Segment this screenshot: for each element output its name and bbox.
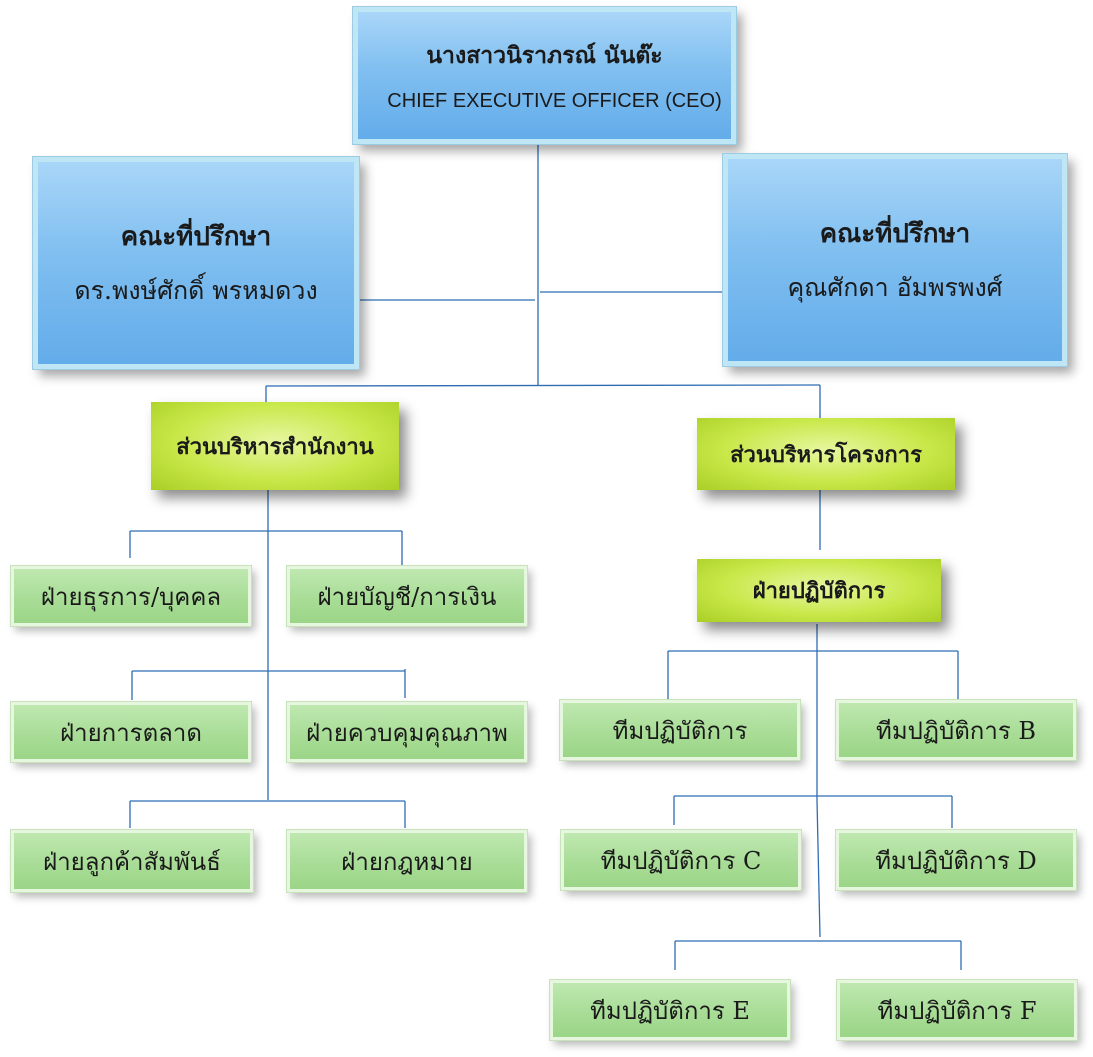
- dept-box: ฝ่ายกฎหมาย: [286, 829, 528, 893]
- dept-box: ฝ่ายการตลาด: [10, 701, 252, 763]
- team-box: ทีมปฏิบัติการ F: [836, 979, 1078, 1041]
- team-box: ทีมปฏิบัติการ C: [560, 829, 802, 891]
- team-box: ทีมปฏิบัติการ E: [549, 979, 791, 1041]
- team-box: ทีมปฏิบัติการ: [559, 699, 801, 761]
- dept-box: ฝ่ายธุรการ/บุคคล: [10, 565, 252, 627]
- team-box: ทีมปฏิบัติการ D: [835, 829, 1077, 891]
- advisor-box-right: คณะที่ปรึกษา คุณศักดา อัมพรพงศ์: [722, 153, 1068, 367]
- advisor-name: คุณศักดา อัมพรพงศ์: [787, 272, 1003, 302]
- ceo-name: นางสาวนิราภรณ์ นันต๊ะ: [426, 42, 663, 69]
- operations-box: ฝ่ายปฏิบัติการ: [697, 559, 941, 622]
- advisor-title: คณะที่ปรึกษา: [819, 218, 971, 249]
- advisor-box-left: คณะที่ปรึกษา ดร.พงษ์ศักดิ์ พรหมดวง: [32, 156, 360, 370]
- dept-box: ฝ่ายควบคุมคุณภาพ: [286, 701, 528, 763]
- team-box: ทีมปฏิบัติการ B: [835, 699, 1077, 761]
- advisor-title: คณะที่ปรึกษา: [120, 221, 272, 252]
- dept-box: ฝ่ายบัญชี/การเงิน: [286, 565, 528, 627]
- office-admin-box: ส่วนบริหารสำนักงาน: [151, 402, 399, 490]
- project-admin-box: ส่วนบริหารโครงการ: [697, 418, 955, 490]
- ceo-title: CHIEF EXECUTIVE OFFICER (CEO): [387, 90, 722, 112]
- dept-box: ฝ่ายลูกค้าสัมพันธ์: [10, 829, 254, 893]
- advisor-name: ดร.พงษ์ศักดิ์ พรหมดวง: [74, 275, 318, 305]
- ceo-box: นางสาวนิราภรณ์ นันต๊ะ CHIEF EXECUTIVE OF…: [352, 6, 737, 145]
